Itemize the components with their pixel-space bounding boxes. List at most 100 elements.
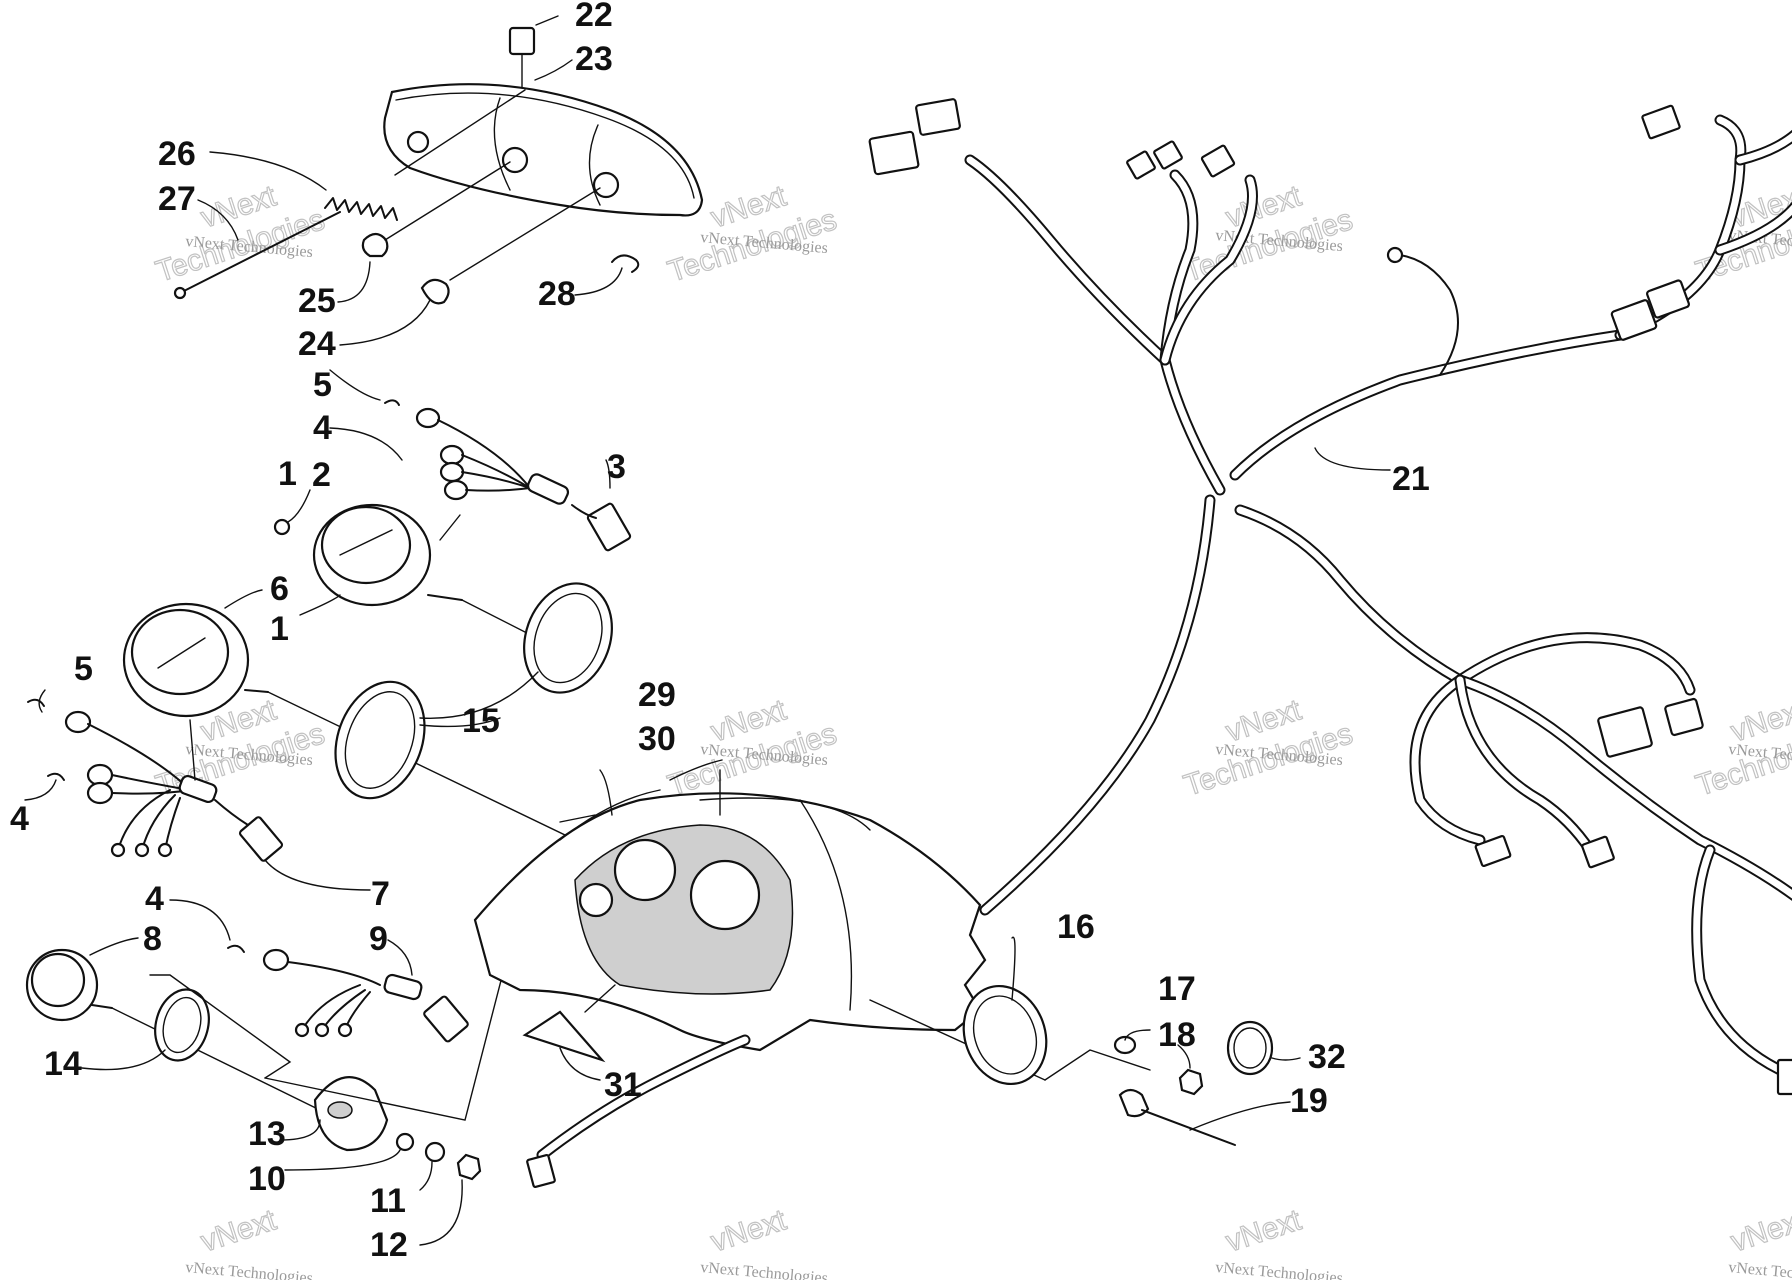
leader-line [419,1179,463,1246]
watermark: vNext Technologies vNext Technologies [1179,179,1357,289]
bezel-rings [81,582,613,1071]
bulb-socket [592,171,620,199]
leader-line [439,514,461,541]
wire-sleeve [526,473,570,505]
switch-rod [1141,1109,1236,1146]
part-number-4: 4 [145,880,164,918]
leader-line [559,814,596,823]
part-number-16: 16 [1057,908,1095,946]
part-number-23: 23 [575,40,613,78]
headlight-rim [395,92,695,199]
part-number-5: 5 [313,366,332,404]
leader-line [1271,1057,1301,1061]
headlight-lens-divider [588,124,601,206]
gauge-group [25,489,701,1116]
ring-terminal [314,1022,330,1038]
switch-assembly [869,936,1301,1146]
part-number-28: 28 [538,275,576,313]
bullet-connector [1581,835,1615,869]
bulb-socket [47,772,65,781]
pigtail-harnesses [24,369,632,1043]
leader-line [169,899,231,941]
leader-line [1189,1101,1291,1131]
part-number-10: 10 [248,1160,286,1198]
panel-contour [699,797,871,831]
socket [439,444,465,466]
watermark-top: vNext [197,1203,281,1258]
ring-terminal [134,842,150,858]
wire-clip [611,254,640,273]
harness-connector [1776,1058,1792,1096]
ground-terminal [1386,246,1404,264]
gauge-opening [613,838,677,902]
leader-line [337,261,371,303]
part-number-5: 5 [74,650,93,688]
headlight-assembly [173,15,704,346]
spade-terminal [1474,834,1512,868]
leader-line [419,1161,433,1191]
leader-line [1314,447,1391,471]
leader-line [584,984,616,1013]
part-number-4: 4 [313,409,332,447]
leader-line [284,1149,401,1171]
watermark: vNext Technologies vNext Technologies [1179,693,1357,803]
headlight-lens-divider [493,97,511,191]
leader-line [1011,936,1016,1001]
part-number-7: 7 [371,875,390,913]
watermark: vNext Technologies vNext Technologies [663,693,841,803]
part-callouts: 1 1 2 3 4 4 4 5 5 6 7 8 9 10 11 12 13 14… [10,0,1430,1264]
part-number-21: 21 [1392,460,1430,498]
leader-line [197,199,239,241]
main-wiring-harness [868,98,1792,1096]
part-number-1: 1 [278,455,297,493]
clamp-ring [1226,1020,1274,1076]
watermark-text: vNext Technologies [185,1259,314,1280]
leader-line [189,719,196,781]
part-number-17: 17 [1158,970,1196,1008]
leader-line [535,15,559,26]
harness-connector [868,130,920,176]
headlight-housing [383,83,704,217]
washer [395,1132,415,1152]
panel-contour [559,789,661,841]
leader-line [81,1049,166,1071]
part-number-6: 6 [270,570,289,608]
part-number-3: 3 [607,448,626,486]
harness-branch-inner [1161,171,1197,364]
socket [64,710,92,734]
bulb-socket [27,698,45,707]
socket [443,479,469,501]
logo-decal [522,1010,606,1063]
nut [456,1153,482,1181]
harness-connector [1597,706,1653,758]
pigtail-connector [586,502,632,552]
gauge-stud [244,689,269,693]
leader-line [387,939,413,976]
watermark: vNext vNext Technologies [1726,1203,1792,1280]
harness-branch-inner [1716,204,1792,254]
screw-head [173,286,187,300]
part-number-26: 26 [158,135,196,173]
adjust-spring [324,197,398,221]
harness-branch-inner [1161,176,1256,364]
leader-line [1044,1049,1151,1081]
watermark-text: vNext Technologies [700,1259,829,1280]
leader-line [449,187,601,281]
harness-branch-inner [1231,331,1624,479]
harness-connector [1664,697,1704,737]
gauge-cup-opening [327,1101,353,1119]
harness-trunk-inner [981,496,1214,914]
part-number-31: 31 [604,1066,642,1104]
harness-branch-inner [1456,634,1694,694]
switch-fitting [1118,1088,1150,1118]
watermark-top: vNext [707,1203,791,1258]
spade-terminal [1126,150,1156,180]
part-number-22: 22 [575,0,613,34]
adjust-screw [177,211,341,295]
leader-line [111,1007,331,1116]
harness-branch-inner [1456,676,1594,854]
switch-housing-inner [972,995,1038,1075]
leader-line [89,937,139,956]
bulb-socket [406,130,430,154]
